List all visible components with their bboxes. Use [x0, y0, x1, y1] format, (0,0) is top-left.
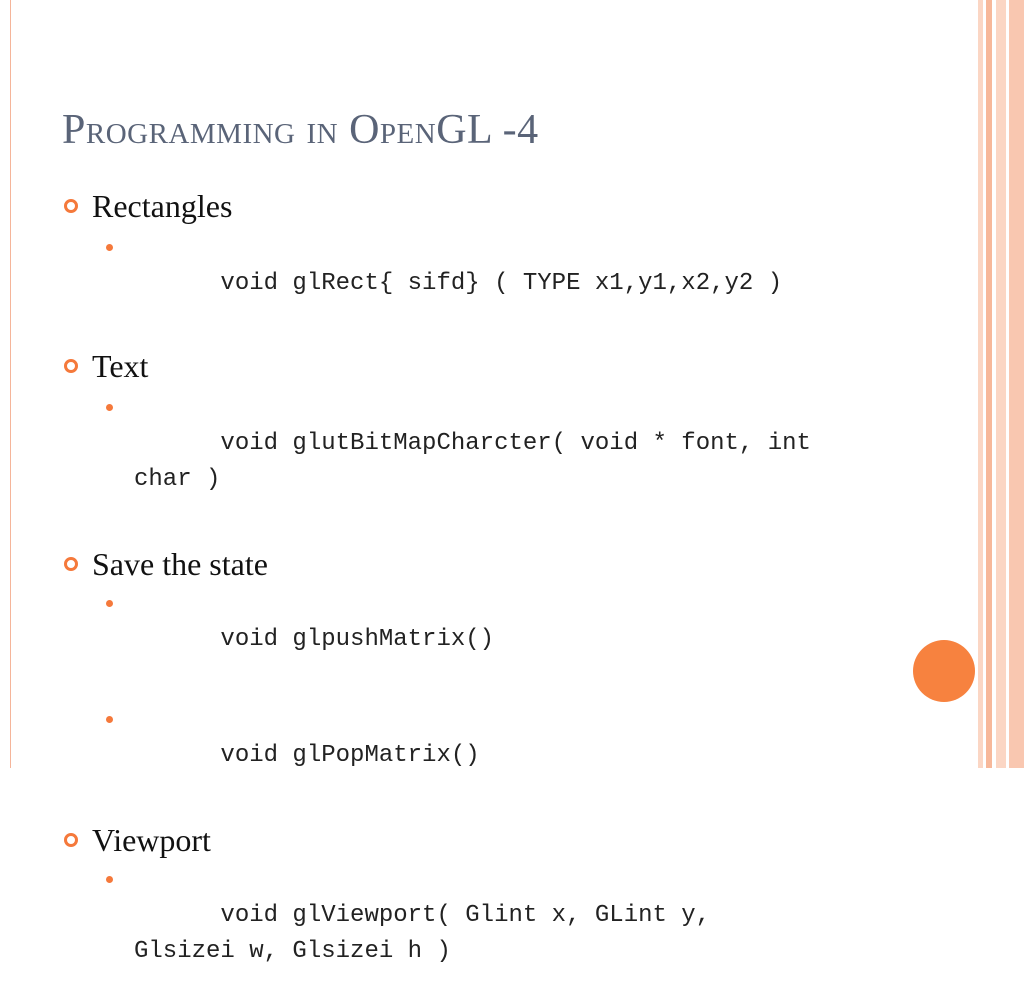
slide-content: Rectangles void glRect{ sifd} ( TYPE x1,…	[62, 186, 922, 1006]
section-text: Text void glutBitMapCharcter( void * fon…	[62, 346, 922, 534]
code-line: void glPopMatrix()	[62, 702, 922, 810]
circle-bullet-icon	[64, 557, 78, 571]
code-text: void glutBitMapCharcter( void * font, in…	[134, 430, 811, 493]
code-line: void glpushMatrix()	[62, 586, 922, 694]
dot-bullet-icon	[106, 876, 113, 883]
section-rectangles: Rectangles void glRect{ sifd} ( TYPE x1,…	[62, 186, 922, 338]
section-heading-text: Text	[92, 348, 149, 384]
dot-bullet-icon	[106, 716, 113, 723]
section-heading-text: Rectangles	[92, 188, 233, 224]
code-text: void glpushMatrix()	[220, 626, 495, 653]
circle-bullet-icon	[64, 359, 78, 373]
dot-bullet-icon	[106, 600, 113, 607]
dot-bullet-icon	[106, 244, 113, 251]
section-heading: Save the state	[62, 544, 922, 584]
code-text: void glRect{ sifd} ( TYPE x1,y1,x2,y2 )	[220, 270, 783, 297]
section-heading: Text	[62, 346, 922, 386]
section-save-state: Save the state void glpushMatrix() void …	[62, 544, 922, 810]
section-heading: Rectangles	[62, 186, 922, 226]
code-text: void glViewport( Glint x, GLint y, Glsiz…	[134, 902, 711, 965]
code-text: void glPopMatrix()	[220, 742, 480, 769]
decorative-orange-circle	[913, 640, 975, 702]
left-frame-line	[10, 0, 11, 768]
section-heading: Viewport	[62, 820, 922, 860]
right-frame-stripes	[978, 0, 1024, 768]
circle-bullet-icon	[64, 833, 78, 847]
section-viewport: Viewport void glViewport( Glint x, GLint…	[62, 820, 922, 1006]
code-line: void glutBitMapCharcter( void * font, in…	[62, 390, 922, 534]
circle-bullet-icon	[64, 199, 78, 213]
section-heading-text: Save the state	[92, 546, 268, 582]
slide-title: Programming in OpenGL -4	[62, 107, 539, 153]
dot-bullet-icon	[106, 404, 113, 411]
code-line: void glRect{ sifd} ( TYPE x1,y1,x2,y2 )	[62, 230, 922, 338]
section-heading-text: Viewport	[92, 822, 211, 858]
code-line: void glViewport( Glint x, GLint y, Glsiz…	[62, 862, 922, 1006]
